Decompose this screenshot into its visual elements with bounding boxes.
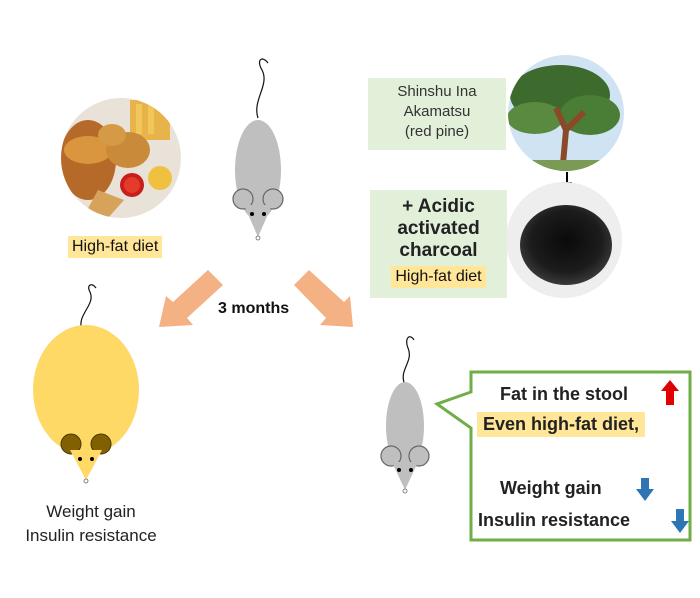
charcoal-label-box: + Acidic activated charcoal High-fat die…: [370, 190, 507, 298]
arrow-to-treated: [294, 270, 353, 327]
duration-label: 3 months: [218, 300, 290, 317]
control-outcome-line1: Weight gain: [46, 502, 136, 521]
pine-label-line3: (red pine): [404, 123, 470, 140]
stool-fat-text: Fat in the stool: [500, 384, 628, 404]
charcoal-diet-label: High-fat diet: [391, 266, 486, 288]
weight-gain-text: Weight gain: [500, 478, 602, 498]
mouse-fat: [33, 284, 139, 484]
decrease-arrow-icon: [636, 478, 654, 501]
control-outcome-line2: Insulin resistance: [25, 526, 157, 545]
red-pine-image: [508, 55, 624, 171]
diet-label: High-fat diet: [68, 236, 163, 258]
pine-label-line2: Akamatsu: [403, 103, 471, 120]
charcoal-label-line3: charcoal: [399, 240, 478, 261]
fast-food-image: [61, 98, 181, 218]
mouse-top: [232, 58, 284, 241]
insulin-resistance-text: Insulin resistance: [478, 510, 631, 530]
charcoal-image: [506, 182, 622, 298]
even-diet-text: Even high-fat diet,: [477, 412, 646, 437]
control-outcome: Weight gain Insulin resistance: [0, 500, 182, 548]
arrow-to-control: [159, 270, 223, 327]
decrease-arrow-icon: [671, 509, 689, 533]
increase-arrow-icon: [661, 380, 679, 405]
pine-label-box: Shinshu Ina Akamatsu (red pine): [368, 78, 506, 150]
charcoal-label-line2: activated: [397, 218, 480, 239]
charcoal-label-line1: + Acidic: [402, 196, 475, 217]
mouse-lean: [380, 336, 430, 494]
pine-label-line1: Shinshu Ina: [397, 83, 477, 100]
